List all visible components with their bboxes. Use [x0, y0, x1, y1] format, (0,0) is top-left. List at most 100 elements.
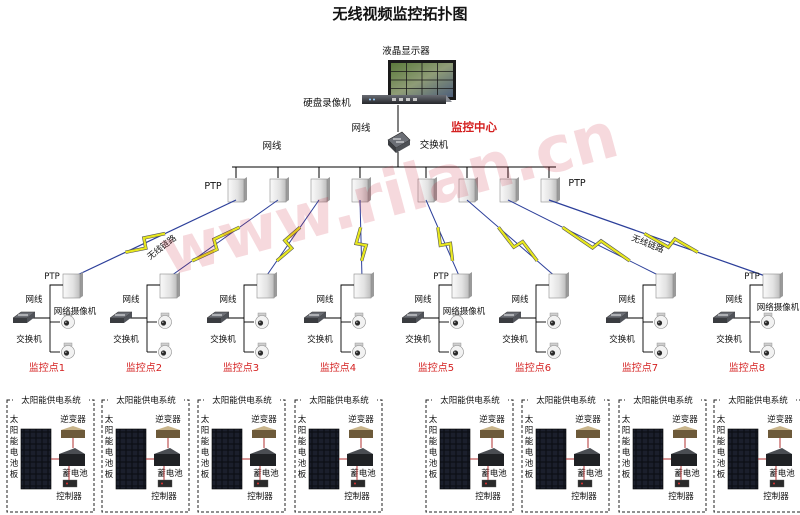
inverter-icon: [61, 426, 85, 438]
site-switch-label: 交换机: [609, 334, 635, 345]
network-camera-icon: [761, 312, 775, 329]
monitoring-sites: PTP网线交换机网络摄像机监控点1网线交换机监控点2网线交换机监控点3网线交换机…: [12, 272, 800, 374]
site-switch-label: 交换机: [113, 334, 139, 345]
solar-panel-icon: [211, 428, 243, 490]
controller-label: 控制器: [344, 491, 370, 502]
solar-panel-label: 太阳能电池板: [429, 414, 438, 480]
controller-icon: [481, 479, 497, 488]
center-ptp-radio-6: [458, 177, 478, 203]
site-ptp-radio-icon: [353, 272, 374, 299]
inverter-label: 逆变器: [155, 414, 181, 425]
solar-panel-icon: [727, 428, 759, 490]
site-cable-label: 网线: [122, 294, 140, 305]
wireless-link-line-1: [70, 199, 237, 279]
site-ptp-label: PTP: [433, 272, 448, 282]
solar-panel-label: 太阳能电池板: [622, 414, 631, 480]
controller-icon: [253, 479, 269, 488]
monitor-label: 液晶显示器: [382, 45, 430, 57]
solar-title-label: 太阳能供电系统: [309, 395, 369, 406]
site-name-label: 监控点7: [622, 361, 658, 374]
lightning-bolt-icon: [353, 226, 369, 262]
controller-label: 控制器: [763, 491, 789, 502]
lightning-bolt-icon: [275, 226, 302, 263]
network-camera-icon: [255, 342, 269, 359]
solar-panel-label: 太阳能电池板: [201, 414, 210, 480]
network-camera-icon: [450, 312, 464, 329]
site-cable-label: 网线: [414, 294, 432, 305]
site-name-label: 监控点5: [418, 361, 454, 374]
inverter-label: 逆变器: [251, 414, 277, 425]
inverter-label: 逆变器: [672, 414, 698, 425]
wireless-link-line-5: [425, 199, 461, 279]
solar-panel-label: 太阳能电池板: [298, 414, 307, 480]
network-camera-icon: [547, 342, 561, 359]
controller-icon: [350, 479, 366, 488]
site-cable-label: 网线: [25, 294, 43, 305]
center-ptp-left-label: PTP: [204, 181, 222, 192]
site-switch-label: 交换机: [16, 334, 42, 345]
controller-icon: [157, 479, 173, 488]
site-ptp-radio-icon: [451, 272, 472, 299]
controller-icon: [674, 479, 690, 488]
controller-label: 控制器: [571, 491, 597, 502]
solar-panel-icon: [439, 428, 471, 490]
site-cable-label: 网线: [219, 294, 237, 305]
center-ptp-radio-5: [417, 177, 437, 203]
site-switch-icon: [206, 311, 230, 323]
site-name-label: 监控点8: [729, 361, 765, 374]
network-camera-icon: [158, 342, 172, 359]
wireless-link-line-2: [167, 199, 279, 279]
site-camera-label: 网络摄像机: [443, 306, 486, 317]
lightning-bolt-icon: [643, 232, 699, 254]
center-ptp-right-label: PTP: [568, 178, 586, 189]
battery-icon: [766, 448, 792, 466]
site-switch-icon: [109, 311, 133, 323]
inverter-label: 逆变器: [60, 414, 86, 425]
lightning-bolt-icon: [436, 227, 455, 262]
wireless-link-line-3: [264, 199, 320, 279]
site-ptp-radio-icon: [159, 272, 180, 299]
battery-label: 蓄电池: [62, 468, 88, 479]
dvr-label: 硬盘录像机: [303, 97, 351, 109]
site-ptp-radio-icon: [762, 272, 783, 299]
controller-label: 控制器: [668, 491, 694, 502]
bus-cable-label: 网线: [262, 140, 282, 152]
battery-icon: [154, 448, 180, 466]
inverter-label: 逆变器: [767, 414, 793, 425]
center-ptp-radio-4: [351, 177, 371, 203]
network-camera-icon: [654, 342, 668, 359]
lightning-bolt-icon: [191, 225, 241, 263]
site-name-label: 监控点2: [126, 361, 162, 374]
controller-label: 控制器: [475, 491, 501, 502]
battery-label: 蓄电池: [157, 468, 183, 479]
wireless-link-line-6: [466, 199, 558, 279]
site-switch-icon: [12, 311, 36, 323]
inverter-icon: [349, 426, 373, 438]
site-ptp-label: PTP: [44, 272, 59, 282]
solar-panel-label: 太阳能电池板: [717, 414, 726, 480]
site-switch-icon: [712, 311, 736, 323]
site-switch-label: 交换机: [405, 334, 431, 345]
site-name-label: 监控点3: [223, 361, 259, 374]
network-camera-icon: [352, 312, 366, 329]
site-switch-label: 交换机: [716, 334, 742, 345]
site-ptp-radio-icon: [655, 272, 676, 299]
site-cable-label: 网线: [316, 294, 334, 305]
site-switch-icon: [401, 311, 425, 323]
site-switch-icon: [605, 311, 629, 323]
solar-panel-icon: [115, 428, 147, 490]
inverter-icon: [480, 426, 504, 438]
controller-icon: [769, 479, 785, 488]
solar-title-label: 太阳能供电系统: [536, 395, 596, 406]
site-cable-label: 网线: [725, 294, 743, 305]
network-camera-icon: [547, 312, 561, 329]
